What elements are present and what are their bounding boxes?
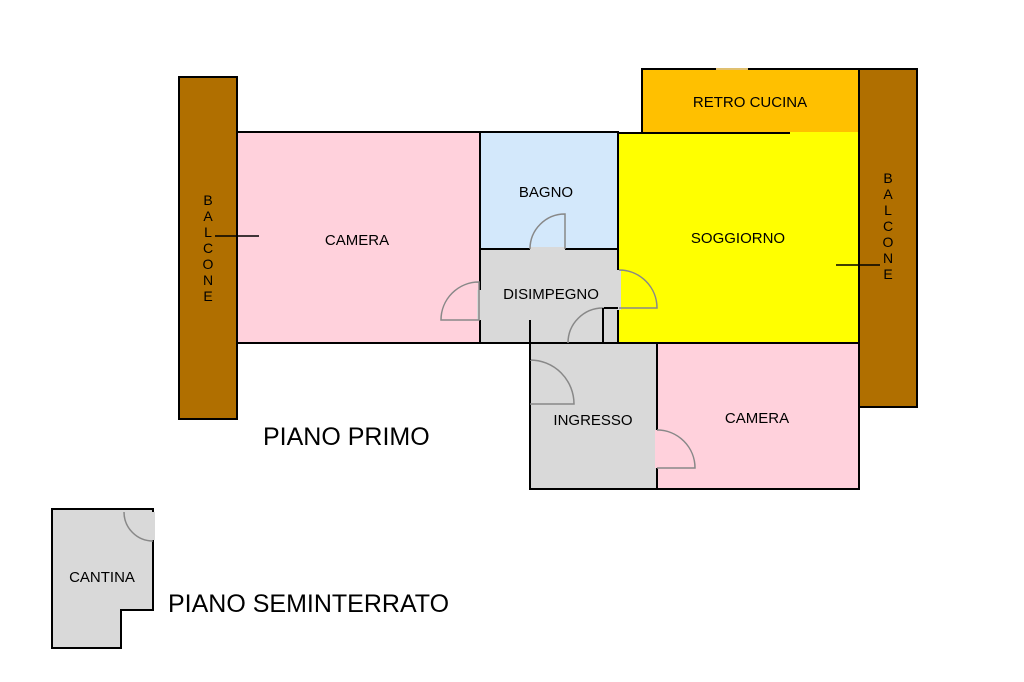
label-bagno: BAGNO — [519, 184, 573, 201]
door-swing-camera-1 — [440, 281, 480, 321]
room-soggiorno — [617, 132, 860, 344]
label-soggiorno: SOGGIORNO — [691, 230, 785, 247]
room-cantina — [51, 508, 154, 649]
svg-text:O: O — [203, 256, 214, 272]
door-swing-soggiorno — [618, 269, 658, 309]
label-camera-1: CAMERA — [325, 232, 389, 249]
label-piano-seminterrato: PIANO SEMINTERRATO — [168, 590, 449, 618]
svg-text:C: C — [883, 218, 893, 234]
label-disimpegno: DISIMPEGNO — [503, 286, 599, 303]
svg-text:A: A — [203, 208, 213, 224]
balcony-right — [858, 68, 918, 408]
svg-text:B: B — [883, 170, 892, 186]
svg-text:N: N — [203, 272, 213, 288]
room-bagno — [479, 131, 619, 250]
label-retro-cucina: RETRO CUCINA — [693, 94, 807, 111]
room-camera-1 — [236, 131, 481, 344]
svg-text:C: C — [203, 240, 213, 256]
svg-text:E: E — [883, 266, 892, 282]
door-swing-ingresso — [529, 359, 575, 405]
room-camera-2 — [656, 342, 860, 490]
door-swing-cantina — [123, 511, 154, 542]
door-swing-bagno — [529, 213, 566, 250]
svg-text:B: B — [203, 192, 212, 208]
svg-text:O: O — [883, 234, 894, 250]
label-ingresso: INGRESSO — [553, 412, 632, 429]
label-camera-2: CAMERA — [725, 410, 789, 427]
label-cantina: CANTINA — [69, 569, 135, 586]
label-balcone-right: B A L C O N E — [883, 170, 894, 282]
svg-text:A: A — [883, 186, 893, 202]
door-swing-disimpegno — [567, 307, 604, 344]
door-swing-camera-2 — [656, 429, 696, 469]
svg-text:L: L — [204, 224, 212, 240]
svg-text:N: N — [883, 250, 893, 266]
svg-text:L: L — [884, 202, 892, 218]
label-piano-primo: PIANO PRIMO — [263, 423, 430, 451]
balcony-left — [178, 76, 238, 420]
svg-text:E: E — [203, 288, 212, 304]
label-balcone-left: B A L C O N E — [203, 192, 214, 304]
